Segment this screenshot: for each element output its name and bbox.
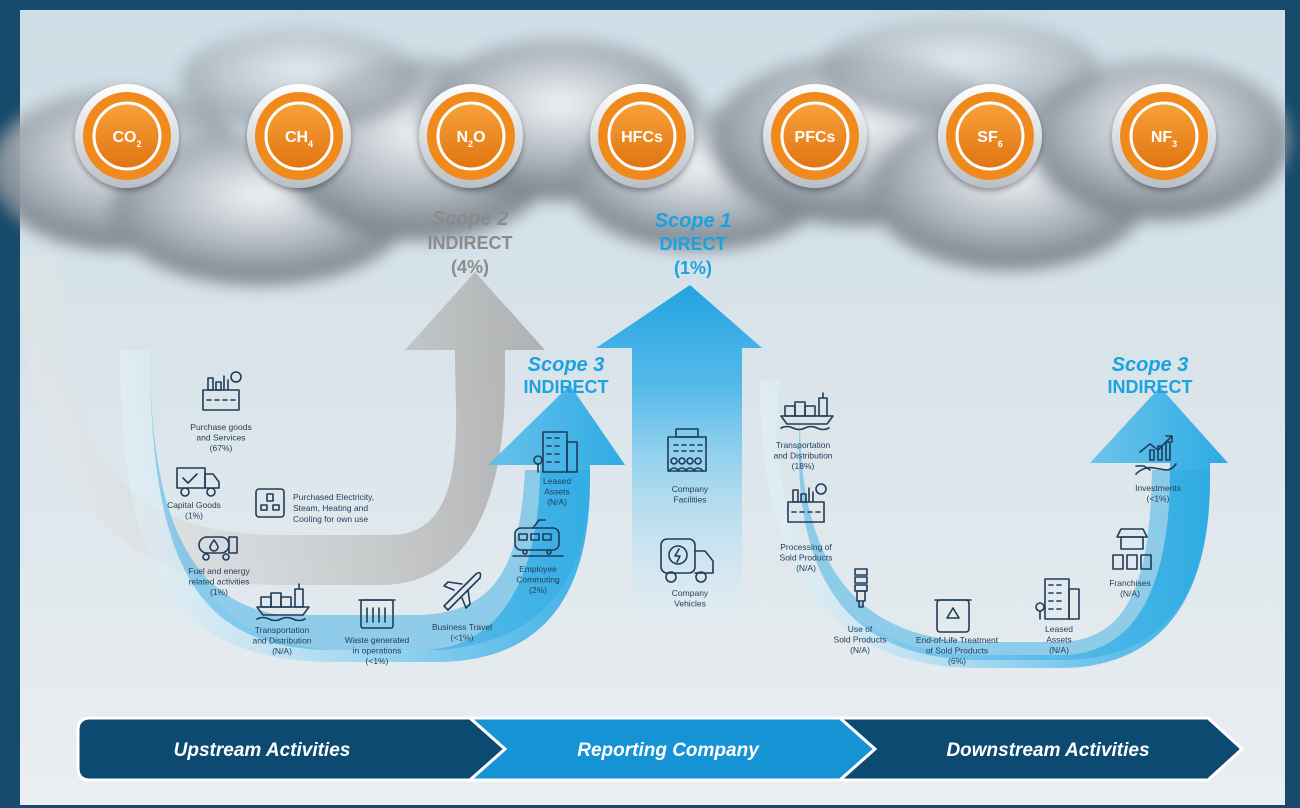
recycle-bin-icon [934,599,972,633]
gas-badges: CO2 CH4 N2O HFCs PFCs SF6 NF3 [75,84,1216,188]
scope3-downstream-arrow [760,380,1228,668]
truck-icon [176,467,220,497]
downstream-activities-label: Downstream Activities [946,740,1149,761]
scope1-kind: DIRECT [660,234,727,254]
gas-badge-inner [1129,101,1199,171]
airplane-icon [443,571,482,611]
gas-badge-inner [92,101,162,171]
scope3-downstream-kind: INDIRECT [1108,377,1193,397]
scope1-label: Scope 1 DIRECT (1%) [655,210,732,278]
cargo-ship-icon [780,392,834,431]
scope1-pct: (1%) [674,258,712,278]
fuel-tanker-icon [198,536,238,561]
scope2-kind: INDIRECT [428,233,513,253]
factory-icon [787,483,827,523]
scope2-title: Scope 2 [432,208,509,230]
scope3-upstream-label: Scope 3 INDIRECT [524,354,609,397]
train-icon [512,519,564,557]
gas-badge-inner [955,101,1025,171]
electricity-line-3: Cooling for own use [293,514,368,524]
activity-chevron-bar: Upstream Activities Reporting Company Do… [76,716,1245,782]
gas-badge: N2O [419,84,523,188]
lightbulb-icon [854,568,868,608]
electricity-label: Purchased Electricity, Steam, Heating an… [293,492,374,524]
dumpster-icon [358,599,396,629]
gas-badge: CH4 [247,84,351,188]
electricity-line-1: Purchased Electricity, [293,492,374,502]
gas-badge: NF3 [1112,84,1216,188]
cargo-ship-icon [256,583,310,622]
investments-label: Investments(<1%) [1135,483,1181,504]
gas-formula: NF3 [1151,129,1177,149]
scope3-upstream-title: Scope 3 [528,354,605,376]
gas-formula: N2O [456,129,485,149]
franchises-label: Franchises(N/A) [1109,578,1151,599]
franchise-store-icon [1112,528,1152,570]
gas-badge: SF6 [938,84,1042,188]
scope1-title: Scope 1 [655,210,732,232]
gas-formula: PFCs [795,129,836,146]
company-vehicle-icon [660,538,714,583]
scope2-label: Scope 2 INDIRECT (4%) [428,208,513,277]
office-building-icon [1035,578,1080,620]
gas-badge-inner [780,101,850,171]
electricity-line-2: Steam, Heating and [293,503,368,513]
gas-badge: HFCs [590,84,694,188]
scope3-downstream-label: Scope 3 INDIRECT [1108,354,1193,397]
scope1-arrow [596,285,762,625]
gas-formula: SF6 [977,129,1002,149]
scope3-downstream-title: Scope 3 [1112,354,1189,376]
gas-badge: CO2 [75,84,179,188]
upstream-activities-label: Upstream Activities [174,740,351,761]
company-facilities-icon [667,428,707,472]
gas-badge-inner [436,101,506,171]
factory-icon [202,371,242,411]
office-building-icon [533,431,578,473]
gas-formula: HFCs [621,129,663,146]
scope3-upstream-kind: INDIRECT [524,377,609,397]
capital-goods-label: Capital Goods(1%) [167,500,221,521]
gas-badge-inner [264,101,334,171]
investment-growth-icon [1135,435,1177,475]
business-travel-label: Business Travel(<1%) [432,622,492,643]
gas-badge-inner [607,101,677,171]
gas-formula: CO2 [112,129,141,149]
gas-formula: CH4 [285,129,313,149]
reporting-company-label: Reporting Company [577,740,760,761]
scope2-pct: (4%) [451,257,489,277]
power-socket-icon [255,488,285,518]
gas-badge: PFCs [763,84,867,188]
